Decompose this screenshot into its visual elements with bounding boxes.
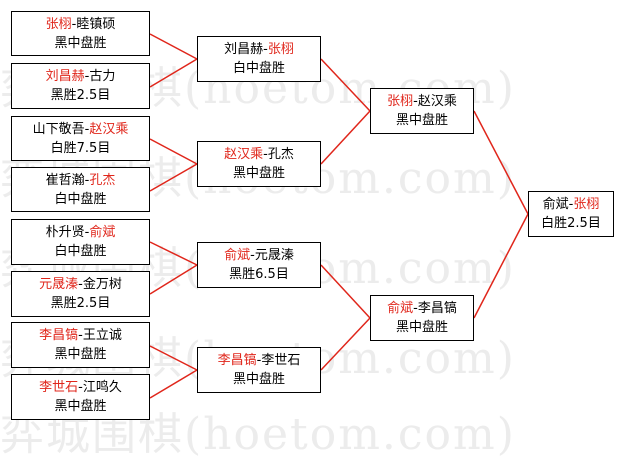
match-result: 黑中盘胜	[232, 372, 285, 387]
player-winner: 李昌镐	[217, 353, 257, 368]
player-loser: 古力	[89, 69, 116, 84]
player-winner: 张栩	[267, 42, 294, 57]
player-loser: 李世石	[261, 353, 301, 368]
player-winner: 张栩	[45, 16, 72, 32]
match-result: 黑中盘胜	[54, 399, 107, 414]
player-winner: 俞斌	[387, 301, 414, 316]
match-result: 黑中盘胜	[232, 166, 285, 181]
match-result: 黑中盘胜	[395, 320, 448, 335]
match-box-round2-3: 俞斌-元晟溱 黑胜6.5目	[197, 242, 321, 288]
match-result: 黑中盘胜	[54, 347, 107, 362]
player-winner: 张栩	[387, 94, 414, 109]
player-winner: 赵汉乘	[89, 121, 129, 137]
match-result: 黑中盘胜	[54, 35, 107, 51]
player-loser: 元晟溱	[254, 248, 294, 263]
player-loser: 金万树	[82, 277, 122, 292]
match-result: 黑胜2.5目	[50, 296, 111, 311]
player-winner: 李昌镐	[39, 328, 79, 343]
player-winner: 刘昌赫	[45, 69, 85, 84]
match-box-round1-4: 崔哲瀚-孔杰 白中盘胜	[11, 167, 150, 212]
match-result: 黑胜2.5目	[50, 88, 111, 103]
match-box-round1-2: 刘昌赫-古力 黑胜2.5目	[11, 63, 150, 109]
match-result: 白胜2.5目	[541, 216, 601, 231]
player-winner: 孔杰	[89, 172, 116, 188]
match-result: 白胜7.5目	[50, 140, 111, 156]
match-box-round1-5: 朴升贤-俞斌 白中盘胜	[11, 219, 150, 265]
player-winner: 张栩	[573, 197, 600, 212]
player-winner: 赵汉乘	[224, 147, 264, 162]
match-box-round1-7: 李昌镐-王立诚 黑中盘胜	[11, 322, 150, 368]
player-loser: 孔杰	[267, 147, 294, 162]
match-box-round2-4: 李昌镐-李世石 黑中盘胜	[197, 347, 321, 393]
player-loser: 王立诚	[82, 328, 122, 343]
match-box-round1-6: 元晟溱-金万树 黑胜2.5目	[11, 271, 150, 317]
player-loser: 山下敬吾	[32, 121, 85, 137]
match-box-round2-2: 赵汉乘-孔杰 黑中盘胜	[197, 141, 321, 187]
player-winner: 李世石	[39, 380, 79, 395]
match-box-final: 俞斌-张栩 白胜2.5目	[528, 191, 614, 237]
match-box-round1-3: 山下敬吾-赵汉乘 白胜7.5目	[11, 116, 150, 161]
match-box-round1-1: 张栩-睦镇硕 黑中盘胜	[11, 11, 150, 56]
match-result: 黑胜6.5目	[229, 267, 289, 282]
match-box-round2-1: 刘昌赫-张栩 白中盘胜	[197, 36, 321, 82]
player-loser: 刘昌赫	[224, 42, 264, 57]
player-loser: 江鸣久	[82, 380, 122, 395]
match-box-round3-1: 张栩-赵汉乘 黑中盘胜	[370, 88, 474, 134]
match-result: 白中盘胜	[54, 191, 107, 207]
match-result: 白中盘胜	[232, 61, 285, 76]
match-result: 黑中盘胜	[395, 113, 448, 128]
match-box-round3-2: 俞斌-李昌镐 黑中盘胜	[370, 295, 474, 341]
player-loser: 朴升贤	[45, 225, 85, 240]
player-loser: 睦镇硕	[76, 16, 116, 32]
player-winner: 俞斌	[89, 225, 116, 240]
player-loser: 崔哲瀚	[45, 172, 85, 188]
bracket-connectors	[149, 33, 529, 399]
match-result: 白中盘胜	[54, 244, 107, 259]
player-loser: 俞斌	[542, 197, 569, 212]
player-winner: 俞斌	[224, 248, 251, 263]
player-loser: 赵汉乘	[417, 94, 457, 109]
player-loser: 李昌镐	[417, 301, 457, 316]
player-winner: 元晟溱	[39, 277, 79, 292]
match-box-round1-8: 李世石-江鸣久 黑中盘胜	[11, 374, 150, 420]
